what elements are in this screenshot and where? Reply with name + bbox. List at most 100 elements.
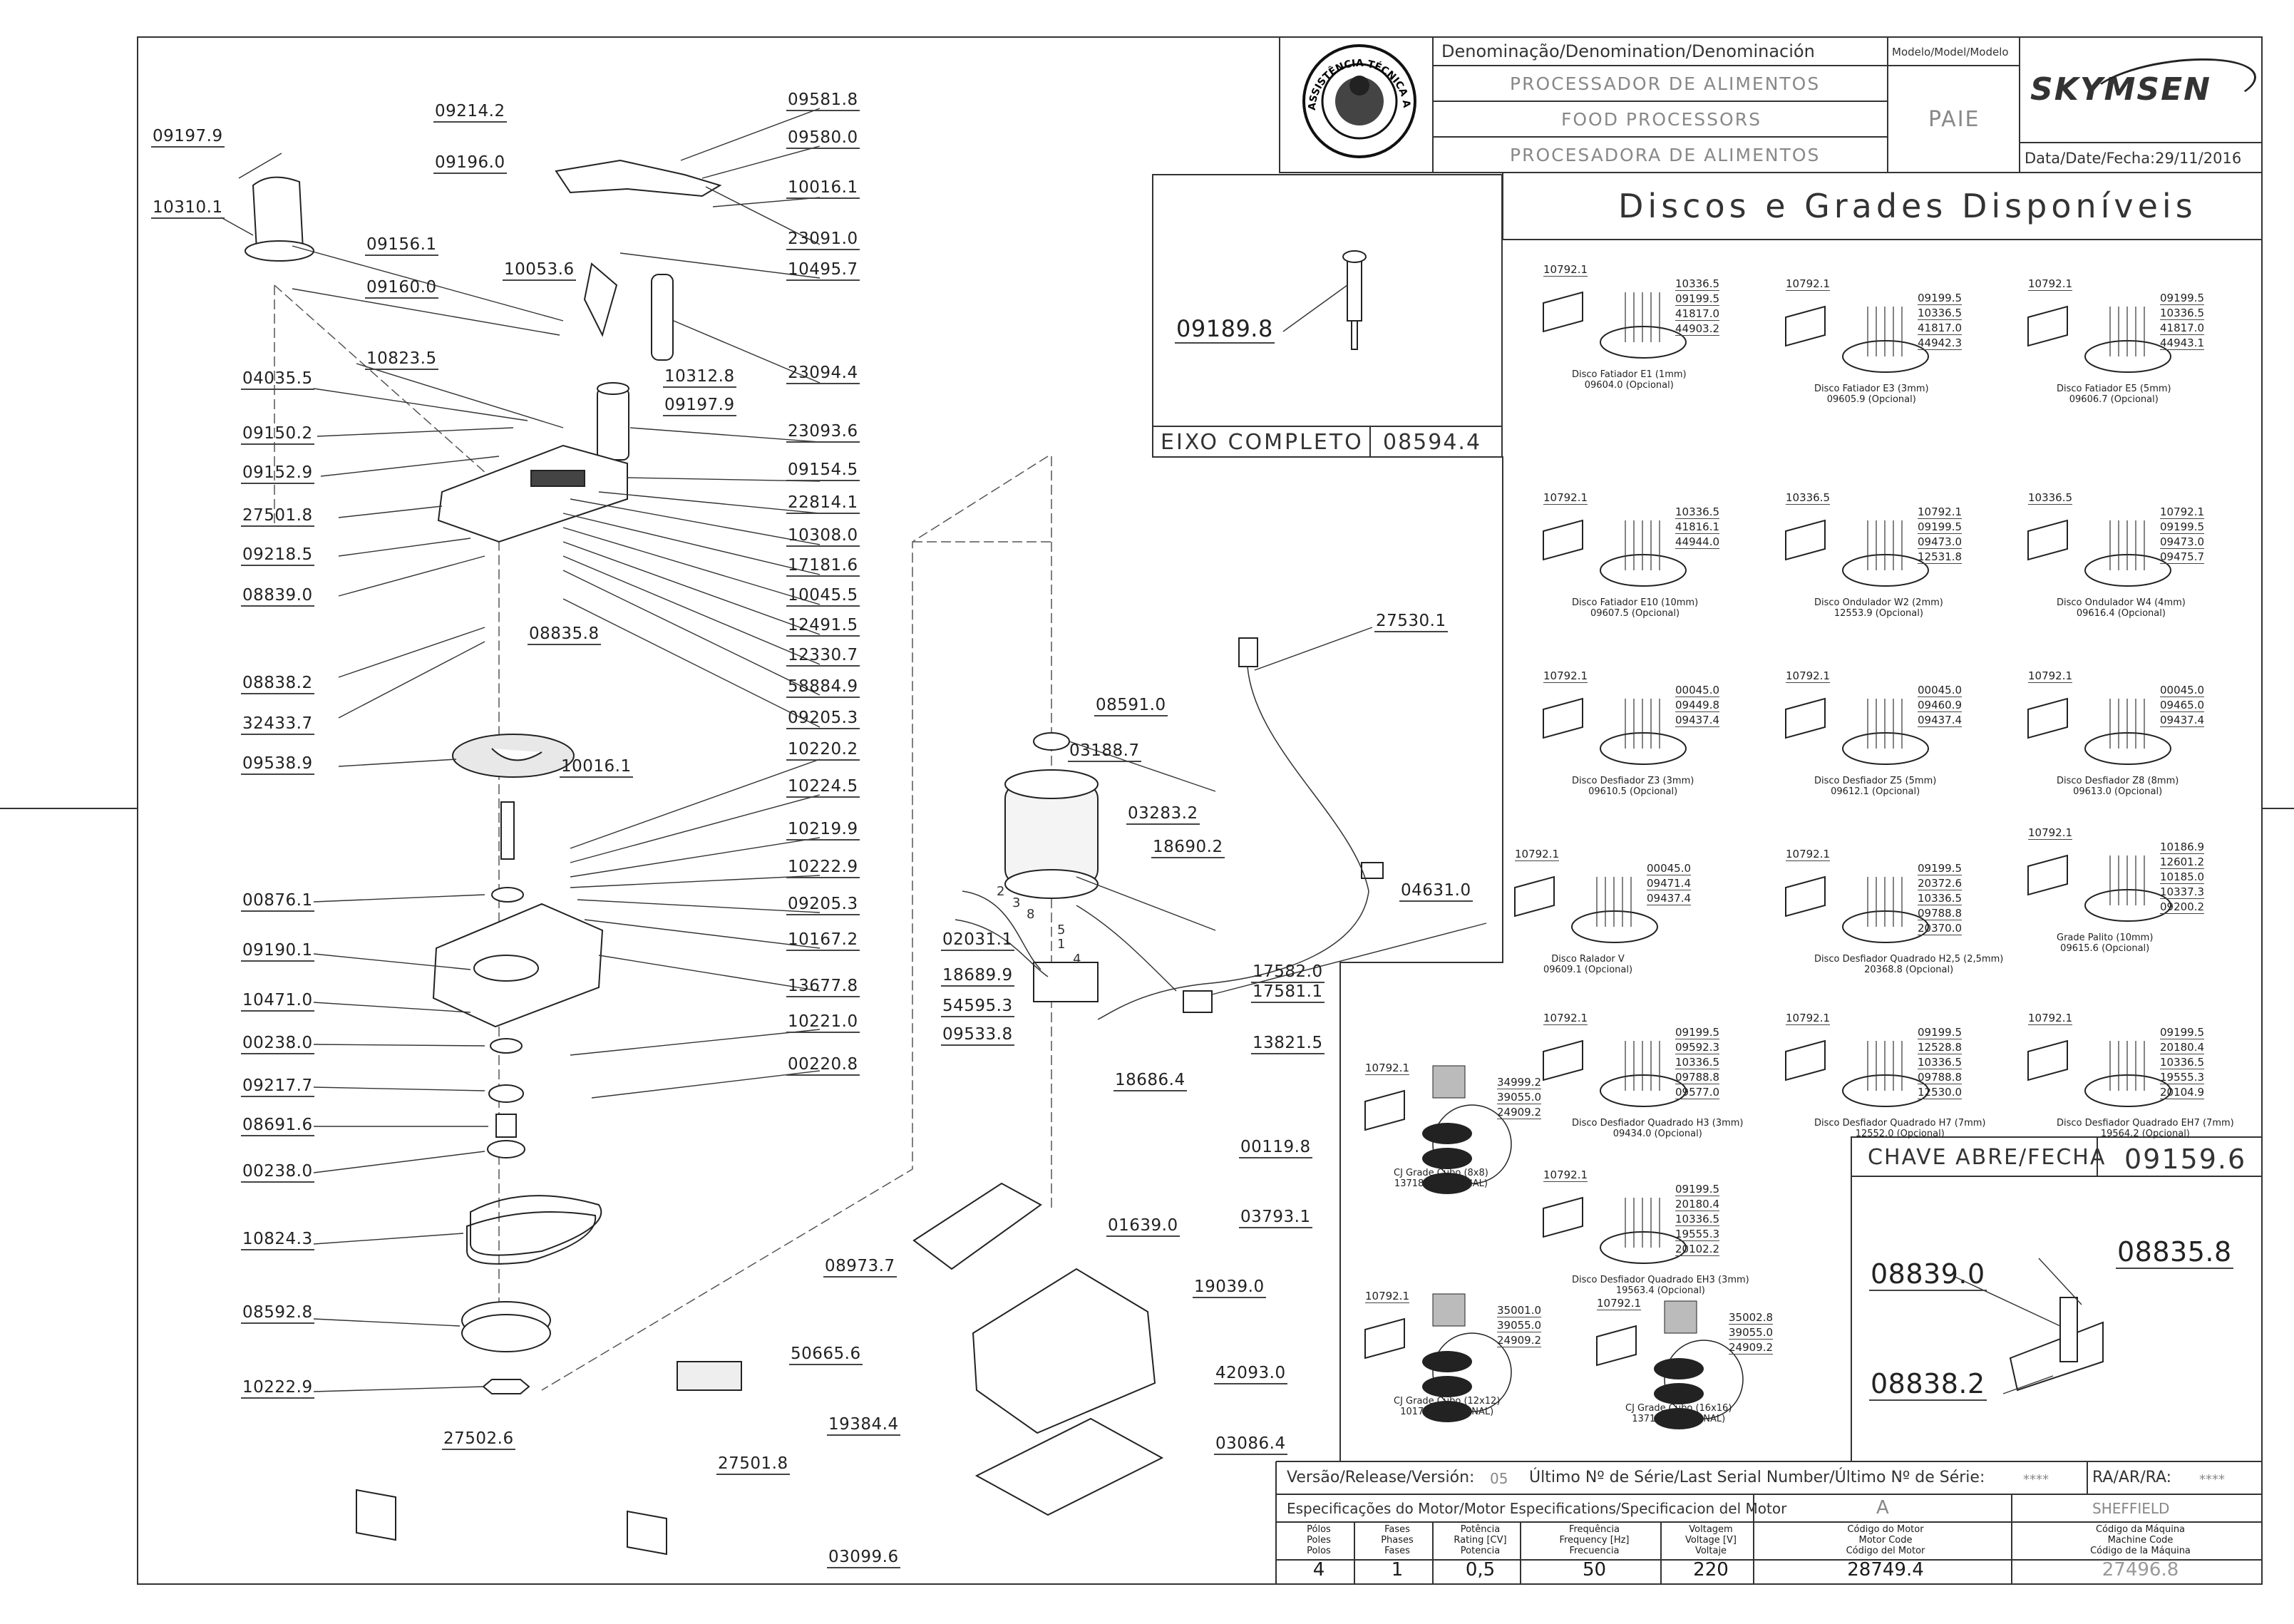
disc-11-part-1: 10186.9 — [2160, 841, 2205, 854]
spec-col-1-head-1: Phases — [1381, 1535, 1414, 1546]
disc-4-part-1: 10792.1 — [1918, 505, 1963, 519]
callout-motor-14: 00119.8 — [1239, 1138, 1312, 1158]
callout-motor-18: 19039.0 — [1193, 1278, 1266, 1298]
date-value: 29/11/2016 — [2155, 150, 2242, 167]
callout-motor-6: 18689.9 — [941, 966, 1014, 987]
disc-16-name: Disco Desfiador Quadrado EH3 (3mm) — [1572, 1275, 1749, 1285]
disc-15-part-1: 34999.2 — [1497, 1076, 1542, 1089]
disc-3-part-0: 10792.1 — [1543, 491, 1588, 505]
disc-1-code: 09605.9 (Opcional) — [1826, 394, 1916, 405]
disc-9-name: Disco Ralador V — [1551, 954, 1625, 965]
key-box-label: CHAVE ABRE/FECHA — [1868, 1145, 2107, 1170]
cube-disc-icon — [1432, 1104, 1512, 1184]
pusher-block-icon — [1785, 875, 1826, 918]
callout-left-6: 09150.2 — [241, 424, 314, 445]
disc-3-part-2: 41816.1 — [1675, 520, 1720, 534]
denomination-header: Denominação/Denomination/Denominación — [1441, 41, 1815, 61]
disc-9-part-2: 09471.4 — [1647, 877, 1692, 890]
disc-18-part-0: 10792.1 — [1597, 1297, 1642, 1310]
callout-motor-3: 03283.2 — [1126, 804, 1200, 825]
disc-18-caption: CJ Grade Cubo (16x16)13719.7(OPCIONAL) — [1625, 1403, 1732, 1424]
key-part-1: 08835.8 — [2116, 1236, 2233, 1269]
release-value: 05 — [1490, 1470, 1508, 1487]
pusher-block-icon — [2027, 519, 2068, 561]
disc-plate-icon — [1842, 340, 1929, 373]
disc-8-code: 09613.0 (Opcional) — [2073, 786, 2163, 797]
disc-11-part-4: 10337.3 — [2160, 885, 2205, 899]
spec-col-5-head-2: Código del Motor — [1846, 1546, 1925, 1556]
callout-right-2: 10016.1 — [786, 178, 860, 199]
callout-right-4: 10495.7 — [786, 260, 860, 281]
disc-3-caption: Disco Fatiador E10 (10mm)09607.5 (Opcion… — [1572, 597, 1698, 619]
cube-grid-icon — [1432, 1293, 1466, 1327]
disc-12-caption: Disco Desfiador Quadrado H3 (3mm)09434.0… — [1572, 1118, 1744, 1139]
disc-14-part-1: 09199.5 — [2160, 1026, 2205, 1039]
pusher-block-icon — [1364, 1317, 1405, 1360]
disc-16-part-2: 20180.4 — [1675, 1198, 1720, 1211]
disc-14-code: 19564.2 (Opcional) — [2100, 1129, 2190, 1139]
model-value: PAIE — [1928, 107, 1980, 132]
spec-col-6-head-2: Código de la Máquina — [2090, 1546, 2191, 1556]
disc-5-code: 09616.4 (Opcional) — [2076, 608, 2166, 619]
disc-18-name: CJ Grade Cubo (16x16) — [1625, 1403, 1732, 1414]
callout-top-0: 09214.2 — [433, 102, 507, 123]
pusher-block-icon — [1785, 519, 1826, 561]
date-label-text: Data/Date/Fecha: — [2025, 150, 2156, 167]
disc-0-part-2: 09199.5 — [1675, 292, 1720, 306]
disc-15-part-2: 39055.0 — [1497, 1091, 1542, 1104]
callout-left-12: 08838.2 — [241, 674, 314, 694]
callout-left-9: 09218.5 — [241, 545, 314, 566]
disc-18-code: 13719.7(OPCIONAL) — [1632, 1414, 1726, 1424]
product-name-es: PROCESADORA DE ALIMENTOS — [1510, 145, 1821, 165]
callout-left-7: 09152.9 — [241, 463, 314, 484]
disc-10-name: Disco Desfiador Quadrado H2,5 (2,5mm) — [1814, 954, 2004, 965]
disc-plate-icon — [1600, 554, 1687, 587]
callout-top-1: 09196.0 — [433, 153, 507, 174]
wire-number-2: 8 — [1027, 907, 1035, 922]
disc-12-name: Disco Desfiador Quadrado H3 (3mm) — [1572, 1118, 1744, 1129]
disc-10-code: 20368.8 (Opcional) — [1864, 965, 1954, 975]
callout-right-21: 10167.2 — [786, 930, 860, 951]
disc-7-part-1: 00045.0 — [1918, 684, 1963, 697]
disc-12-part-1: 09199.5 — [1675, 1026, 1720, 1039]
key-part-0: 08839.0 — [1869, 1258, 1987, 1291]
disc-18-part-1: 35002.8 — [1729, 1311, 1774, 1325]
spec-col-0-head-2: Polos — [1307, 1546, 1331, 1556]
callout-right-19: 10222.9 — [786, 858, 860, 878]
spec-col-1-value: 1 — [1391, 1559, 1404, 1581]
callout-left-5: 04035.5 — [241, 369, 314, 390]
pusher-block-icon — [1543, 1039, 1583, 1081]
disc-6-name: Disco Desfiador Z3 (3mm) — [1572, 776, 1694, 786]
spec-col-1-head-2: Fases — [1384, 1546, 1410, 1556]
callout-right-22: 13677.8 — [786, 977, 860, 997]
spec-col-4-head-2: Voltaje — [1694, 1546, 1727, 1556]
callout-motor-8: 09533.8 — [941, 1025, 1014, 1046]
callout-right-23: 10221.0 — [786, 1012, 860, 1033]
disc-4-part-0: 10336.5 — [1786, 491, 1831, 505]
disc-0-part-4: 44903.2 — [1675, 322, 1720, 336]
disc-11-part-0: 10792.1 — [2028, 826, 2073, 840]
callout-left-10: 08839.0 — [241, 586, 314, 607]
ra-value: **** — [2199, 1472, 2225, 1487]
disc-13-name: Disco Desfiador Quadrado H7 (7mm) — [1814, 1118, 1986, 1129]
spec-col-1-head-0: Fases — [1384, 1524, 1410, 1535]
spec-col-3-value: 50 — [1582, 1559, 1607, 1581]
pusher-block-icon — [1785, 1039, 1826, 1081]
disc-16-part-1: 09199.5 — [1675, 1183, 1720, 1196]
callout-right-3: 23091.0 — [786, 230, 860, 250]
callout-left-27: 27501.8 — [716, 1454, 790, 1475]
wire-number-0: 2 — [997, 884, 1005, 899]
callout-right-15: 09205.3 — [786, 709, 860, 729]
callout-right-8: 22814.1 — [786, 493, 860, 514]
spec-col-4-value: 220 — [1693, 1559, 1729, 1581]
callout-right-9: 10308.0 — [786, 526, 860, 547]
disc-18-part-2: 39055.0 — [1729, 1326, 1774, 1340]
disc-0-part-1: 10336.5 — [1675, 277, 1720, 291]
wire-number-4: 1 — [1057, 937, 1066, 952]
pusher-block-icon — [1785, 697, 1826, 739]
callout-motor-19: 42093.0 — [1214, 1364, 1287, 1384]
disc-2-part-1: 09199.5 — [2160, 292, 2205, 305]
